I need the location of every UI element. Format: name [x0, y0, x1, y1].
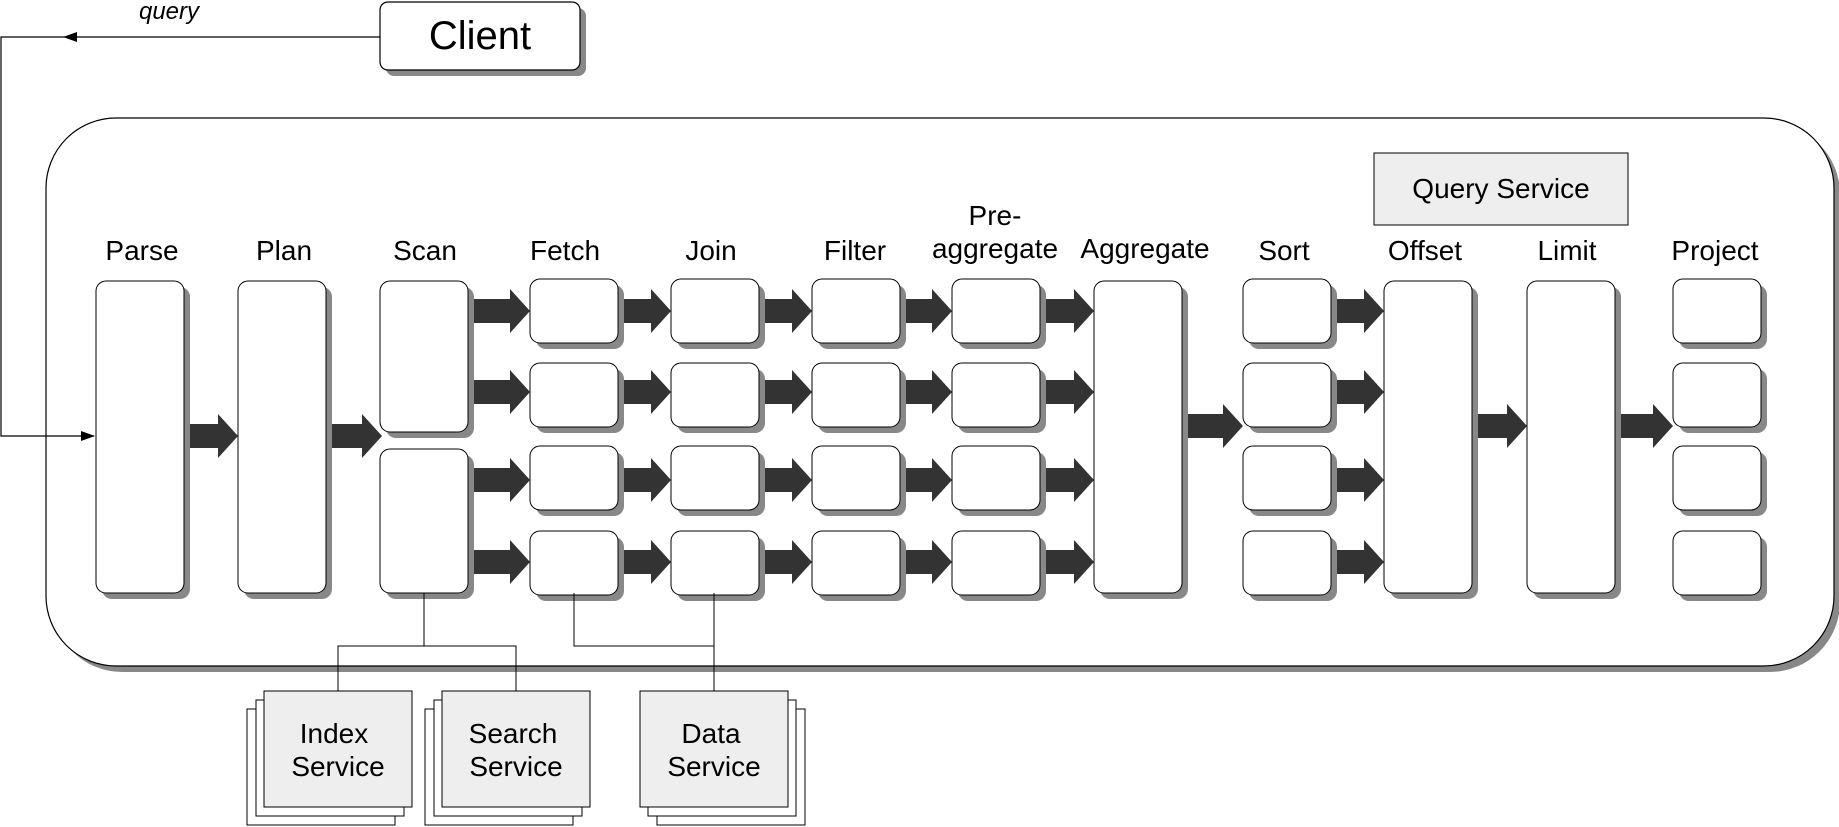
fetch-box-4	[529, 530, 619, 596]
join-box-2	[670, 362, 760, 428]
fetch-box-3	[529, 445, 619, 511]
filter-box-2	[811, 362, 901, 428]
sort-box-2	[1242, 362, 1332, 428]
arrow-sort-offset-4	[1331, 540, 1384, 584]
parse-box	[95, 280, 185, 594]
arrow-join-filter-3	[759, 458, 812, 502]
offset-box	[1383, 280, 1473, 594]
fetch-box-1	[529, 278, 619, 344]
stage-label-project: Project	[1671, 235, 1758, 266]
filter-box-1	[811, 278, 901, 344]
arrow-parse-plan	[184, 414, 238, 458]
arrow-offset-limit	[1472, 404, 1527, 448]
stage-label-limit: Limit	[1537, 235, 1596, 266]
join-box-4	[670, 530, 760, 596]
flow-arrows	[184, 289, 1673, 584]
data-service-box	[639, 690, 789, 808]
aggregate-box	[1093, 280, 1183, 594]
search-service-box	[441, 690, 591, 808]
project-box-4	[1672, 530, 1762, 596]
query-service-label: Query Service	[1412, 173, 1589, 204]
query-label: query	[139, 0, 201, 25]
project-box-3	[1672, 445, 1762, 511]
limit-box	[1526, 280, 1616, 594]
data-service-label-line2: Service	[667, 751, 760, 782]
search-service-label-line2: Service	[469, 751, 562, 782]
arrow-fetch-join-1	[618, 289, 671, 333]
stage-label-preaggregate-line2: aggregate	[932, 233, 1058, 264]
preaggregate-box-2	[951, 362, 1041, 428]
query-service-label-box	[1373, 152, 1629, 226]
arrow-scan-fetch-4	[468, 540, 530, 584]
arrow-sort-offset-1	[1331, 289, 1384, 333]
arrow-sort-offset-3	[1331, 458, 1384, 502]
search-service-stack: Search Service	[424, 690, 591, 826]
stage-label-offset: Offset	[1388, 235, 1462, 266]
data-service-label-line1: Data	[681, 718, 741, 749]
index-service-label-line2: Service	[291, 751, 384, 782]
arrow-aggregate-sort	[1182, 404, 1243, 448]
stage-label-filter: Filter	[824, 235, 886, 266]
stage-label-plan: Plan	[256, 235, 312, 266]
preaggregate-box-1	[951, 278, 1041, 344]
arrow-filter-preaggregate-4	[900, 540, 952, 584]
query-line-to-parse	[0, 36, 95, 441]
arrow-fetch-join-2	[618, 370, 671, 414]
index-service-stack: Index Service	[246, 690, 413, 826]
plan-box	[237, 280, 327, 594]
scan-box-2	[379, 448, 469, 594]
arrow-filter-preaggregate-2	[900, 370, 952, 414]
project-box-1	[1672, 278, 1762, 344]
sort-box-1	[1242, 278, 1332, 344]
stage-label-parse: Parse	[105, 235, 178, 266]
arrow-scan-fetch-2	[468, 370, 530, 414]
stage-label-join: Join	[685, 235, 736, 266]
preaggregate-box-4	[951, 530, 1041, 596]
search-service-label-line1: Search	[469, 718, 558, 749]
fetch-box-2	[529, 362, 619, 428]
client-label: Client	[429, 14, 531, 58]
join-box-3	[670, 445, 760, 511]
arrow-scan-fetch-3	[468, 458, 530, 502]
index-service-label-line1: Index	[300, 718, 369, 749]
scan-box-1	[379, 280, 469, 433]
stage-label-preaggregate-line1: Pre-	[969, 200, 1022, 231]
arrow-filter-preaggregate-1	[900, 289, 952, 333]
stage-label-fetch: Fetch	[530, 235, 600, 266]
stage-boxes	[95, 278, 1767, 601]
stage-label-sort: Sort	[1258, 235, 1310, 266]
arrow-preaggregate-aggregate-2	[1040, 370, 1094, 414]
project-box-2	[1672, 362, 1762, 428]
preaggregate-box-3	[951, 445, 1041, 511]
join-box-1	[670, 278, 760, 344]
arrow-join-filter-4	[759, 540, 812, 584]
arrow-limit-project	[1615, 404, 1673, 448]
service-connectors	[337, 593, 715, 691]
arrow-join-filter-2	[759, 370, 812, 414]
arrow-preaggregate-aggregate-1	[1040, 289, 1094, 333]
arrow-plan-scan	[326, 414, 382, 458]
sort-box-4	[1242, 530, 1332, 596]
stage-label-aggregate: Aggregate	[1080, 233, 1209, 264]
filter-box-4	[811, 530, 901, 596]
arrow-fetch-join-3	[618, 458, 671, 502]
arrow-filter-preaggregate-3	[900, 458, 952, 502]
stage-label-scan: Scan	[393, 235, 457, 266]
arrow-scan-fetch-1	[468, 289, 530, 333]
sort-box-3	[1242, 445, 1332, 511]
index-service-box	[263, 690, 413, 808]
client-box	[379, 1, 581, 71]
arrow-preaggregate-aggregate-3	[1040, 458, 1094, 502]
arrow-join-filter-1	[759, 289, 812, 333]
filter-box-3	[811, 445, 901, 511]
data-service-stack: Data Service	[639, 690, 806, 826]
arrow-preaggregate-aggregate-4	[1040, 540, 1094, 584]
arrow-fetch-join-4	[618, 540, 671, 584]
arrow-sort-offset-2	[1331, 370, 1384, 414]
